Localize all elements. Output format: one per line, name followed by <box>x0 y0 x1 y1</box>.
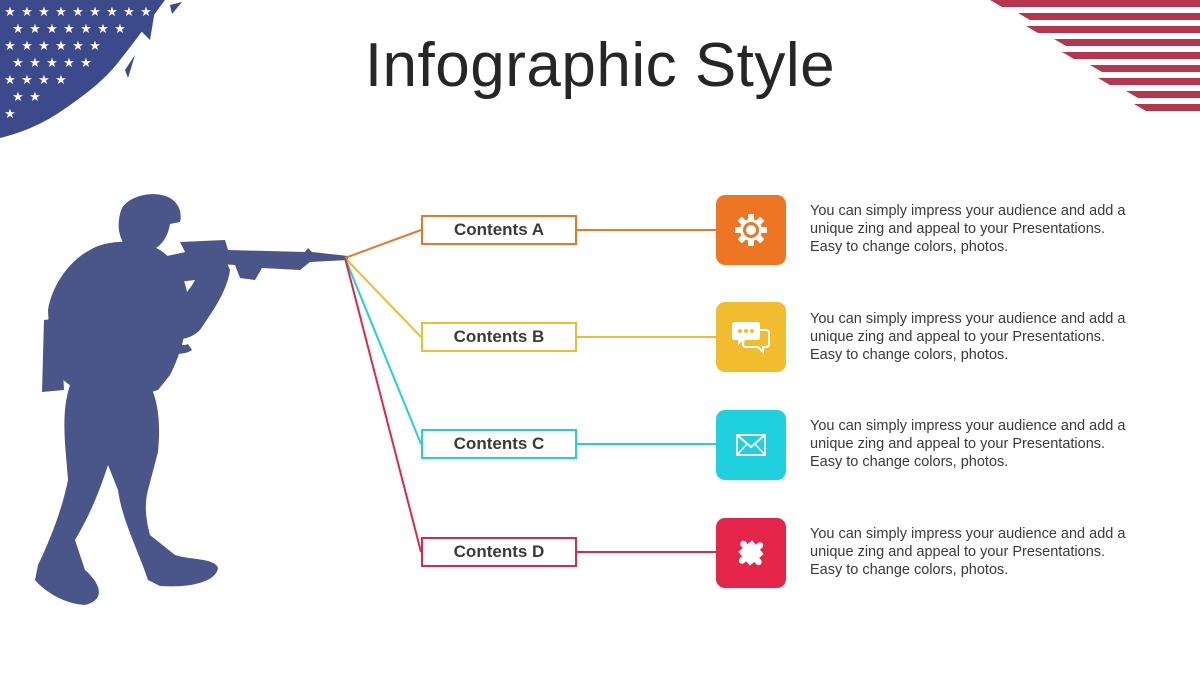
page-title: Infographic Style <box>364 31 836 100</box>
flag-star: ★ <box>4 4 16 19</box>
flag-star: ★ <box>38 72 50 87</box>
soldier-silhouette <box>35 194 348 605</box>
envelope-icon <box>736 434 766 456</box>
flag-star: ★ <box>29 55 41 70</box>
flag-star: ★ <box>89 38 101 53</box>
flag-star: ★ <box>106 4 118 19</box>
flag-star: ★ <box>123 4 135 19</box>
contents-c-label: Contents C <box>453 434 545 453</box>
puzzle-icon <box>738 540 764 566</box>
contents-c-box[interactable]: Contents C <box>421 429 577 459</box>
flag-star: ★ <box>46 21 58 36</box>
gear-icon <box>735 214 767 246</box>
flag-star: ★ <box>12 21 24 36</box>
flag-stripe <box>1098 78 1200 85</box>
puzzle-tile <box>716 518 786 588</box>
flag-stripe <box>1134 104 1200 111</box>
flag-star: ★ <box>114 21 126 36</box>
contents-a-label: Contents A <box>453 220 545 239</box>
contents-d-description: You can simply impress your audience and… <box>810 526 1126 578</box>
flag-star: ★ <box>55 38 67 53</box>
envelope-tile <box>716 410 786 480</box>
flag-stripe <box>990 0 1200 7</box>
flag-stripe <box>1090 65 1200 72</box>
us-flag-stripes-right <box>990 0 1200 111</box>
flag-star: ★ <box>21 72 33 87</box>
contents-d-label: Contents D <box>453 542 545 561</box>
contents-b-description: You can simply impress your audience and… <box>810 311 1126 363</box>
contents-a-box[interactable]: Contents A <box>421 215 577 245</box>
flag-star: ★ <box>29 89 41 104</box>
chat-tile <box>716 302 786 372</box>
contents-a-description: You can simply impress your audience and… <box>810 203 1126 255</box>
flag-star: ★ <box>80 55 92 70</box>
contents-d-box[interactable]: Contents D <box>421 537 577 567</box>
flag-star: ★ <box>140 4 152 19</box>
flag-star: ★ <box>21 4 33 19</box>
flag-star: ★ <box>72 38 84 53</box>
flag-star: ★ <box>21 38 33 53</box>
contents-b-box[interactable]: Contents B <box>421 322 577 352</box>
flag-star: ★ <box>4 106 16 121</box>
flag-star: ★ <box>89 4 101 19</box>
flag-star: ★ <box>4 38 16 53</box>
flag-stripe <box>1062 52 1200 59</box>
chat-bubbles-icon <box>732 322 770 354</box>
contents-b-label: Contents B <box>453 327 545 346</box>
flag-star: ★ <box>80 21 92 36</box>
flag-star: ★ <box>55 4 67 19</box>
gear-tile <box>716 195 786 265</box>
flag-star: ★ <box>38 38 50 53</box>
flag-stripe <box>1054 39 1200 46</box>
flag-star: ★ <box>63 55 75 70</box>
us-flag-corner-left: ★ ★ ★ ★ ★ ★ ★ ★ ★ ★ ★ ★ ★ ★ ★ ★ ★ ★ ★ ★ ★ ★ ★ ★ ★ ★ ★ ★ ★ ★ ★ ★ ★ ★ <box>0 0 182 138</box>
flag-star: ★ <box>12 55 24 70</box>
flag-star: ★ <box>72 4 84 19</box>
flag-stripe <box>1126 91 1200 98</box>
contents-c-description: You can simply impress your audience and… <box>810 418 1126 470</box>
flag-star: ★ <box>38 4 50 19</box>
flag-star: ★ <box>4 72 16 87</box>
flag-star: ★ <box>12 89 24 104</box>
flag-star: ★ <box>55 72 67 87</box>
flag-star: ★ <box>63 21 75 36</box>
flag-star: ★ <box>46 55 58 70</box>
flag-star: ★ <box>29 21 41 36</box>
flag-stripe <box>1026 26 1200 33</box>
flag-stripe <box>1018 13 1200 20</box>
flag-star: ★ <box>97 21 109 36</box>
